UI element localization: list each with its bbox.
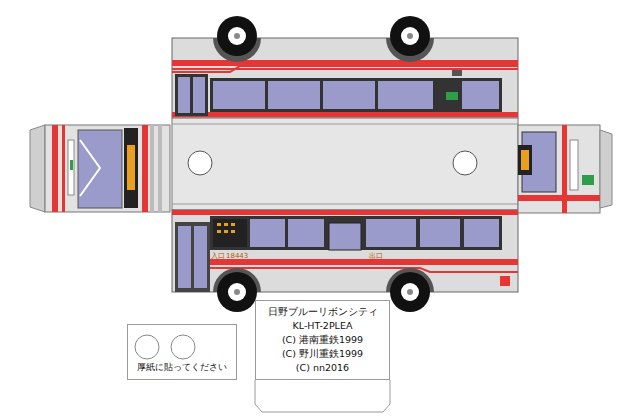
glue-circles-part bbox=[171, 335, 195, 359]
upper-side-panel-part bbox=[452, 70, 462, 76]
front-panel-part bbox=[80, 140, 100, 196]
upper-side-panel-part bbox=[446, 92, 458, 100]
glue-circles bbox=[135, 335, 195, 359]
front-panel bbox=[30, 125, 170, 212]
instruction-note: 厚紙に貼ってください bbox=[131, 361, 233, 373]
lower-side-panel-part bbox=[231, 230, 235, 233]
lower-wheels-part bbox=[234, 289, 240, 295]
upper-wheels-part bbox=[217, 16, 257, 56]
roof-panel-part bbox=[172, 204, 518, 205]
rear-panel-part bbox=[518, 145, 532, 175]
door-label: 入口 bbox=[211, 252, 225, 260]
lower-side-panel-part bbox=[210, 268, 518, 272]
model-name: 日野ブルーリボンシティ bbox=[259, 305, 386, 319]
rear-panel-part bbox=[518, 125, 600, 213]
roof-panel-part bbox=[188, 151, 212, 175]
lower-side-panel-part bbox=[217, 223, 221, 226]
upper-side-panel-part bbox=[172, 66, 518, 72]
front-panel-part bbox=[68, 140, 74, 195]
upper-wheels-part bbox=[228, 27, 246, 45]
lower-side-panel-part bbox=[500, 276, 510, 286]
upper-side-panel-part bbox=[193, 77, 205, 113]
upper-side-panel-part bbox=[210, 78, 502, 112]
lower-side-panel-part bbox=[250, 219, 285, 247]
lower-side-panel-part bbox=[175, 222, 210, 292]
front-panel-part bbox=[70, 160, 73, 170]
model-code: KL-HT-2PLEA bbox=[259, 319, 386, 333]
lower-side-panel-part bbox=[224, 223, 228, 226]
lower-side-panel-part bbox=[210, 216, 502, 250]
roof-panel-part bbox=[172, 124, 518, 125]
upper-side-panel-part bbox=[172, 112, 518, 117]
lower-wheels-part bbox=[228, 283, 246, 301]
lower-side-panel-part bbox=[288, 219, 324, 247]
upper-side-panel-part bbox=[378, 81, 433, 109]
copyright-note: (C) 港南重鉄1999 bbox=[259, 333, 386, 347]
lower-side-panel-part bbox=[231, 223, 235, 226]
lower-side-panel-part bbox=[213, 219, 247, 247]
front-panel-part bbox=[78, 130, 122, 208]
lower-wheels bbox=[213, 268, 434, 312]
lower-side-panel-part bbox=[366, 219, 416, 247]
upper-side-panel-part bbox=[323, 81, 375, 109]
lower-side-panel-part bbox=[464, 219, 499, 247]
upper-side-panel-part bbox=[172, 68, 518, 70]
upper-wheels bbox=[213, 16, 434, 62]
front-panel-part bbox=[127, 145, 135, 190]
front-panel-part bbox=[62, 125, 65, 212]
front-panel-part bbox=[158, 125, 162, 212]
upper-side-panel-part bbox=[213, 81, 265, 109]
rear-panel-part bbox=[570, 140, 578, 190]
lower-side-panel-part bbox=[178, 226, 191, 288]
lower-side-panel-part bbox=[172, 210, 518, 215]
roof-panel-part bbox=[172, 118, 518, 210]
front-panel-part bbox=[30, 125, 45, 212]
lower-wheels-part bbox=[390, 272, 430, 312]
upper-side-panel-part bbox=[175, 74, 208, 116]
rear-panel-part bbox=[521, 150, 529, 170]
upper-wheels-part bbox=[234, 33, 240, 39]
front-panel-part bbox=[150, 125, 154, 212]
upper-wheels-part bbox=[390, 16, 430, 56]
rear-panel-part bbox=[582, 175, 594, 185]
door-label: 出口 bbox=[369, 252, 383, 260]
glue-circles-part bbox=[135, 335, 159, 359]
upper-side-panel-part bbox=[268, 81, 320, 109]
upper-wheels-part bbox=[401, 27, 419, 45]
lower-wheels-part bbox=[401, 283, 419, 301]
fleet-number: 18443 bbox=[226, 252, 248, 260]
lower-side-panel-part bbox=[420, 219, 460, 247]
rear-panel-part bbox=[600, 130, 612, 208]
front-panel-part bbox=[142, 125, 148, 212]
lower-wheels-part bbox=[407, 289, 413, 295]
lower-wheels-part bbox=[217, 272, 257, 312]
glue-tab-part bbox=[255, 380, 390, 412]
copyright-note: (C) nn2016 bbox=[259, 361, 386, 375]
front-panel-part bbox=[52, 125, 58, 212]
title-tab: 日野ブルーリボンシティKL-HT-2PLEA(C) 港南重鉄1999(C) 野川… bbox=[255, 300, 390, 380]
roof-panel-part bbox=[453, 151, 477, 175]
lower-side-panel-part bbox=[210, 259, 518, 265]
lower-side-panel-part bbox=[194, 226, 207, 288]
upper-side-panel-part bbox=[178, 77, 190, 113]
note-box: 厚紙に貼ってください bbox=[127, 324, 237, 380]
glue-tab bbox=[255, 380, 390, 412]
front-panel-part bbox=[45, 125, 170, 212]
rear-panel-part bbox=[518, 195, 600, 201]
lower-side-panel-part bbox=[217, 230, 221, 233]
upper-wheels-part bbox=[407, 33, 413, 39]
lower-side-panel-part bbox=[329, 223, 361, 250]
rear-panel bbox=[518, 125, 612, 213]
upper-side-panel-part bbox=[462, 81, 499, 109]
copyright-note: (C) 野川重鉄1999 bbox=[259, 347, 386, 361]
roof-panel bbox=[172, 118, 518, 210]
lower-side-panel-part bbox=[224, 230, 228, 233]
rear-panel-part bbox=[522, 132, 556, 192]
front-panel-part bbox=[124, 128, 138, 208]
